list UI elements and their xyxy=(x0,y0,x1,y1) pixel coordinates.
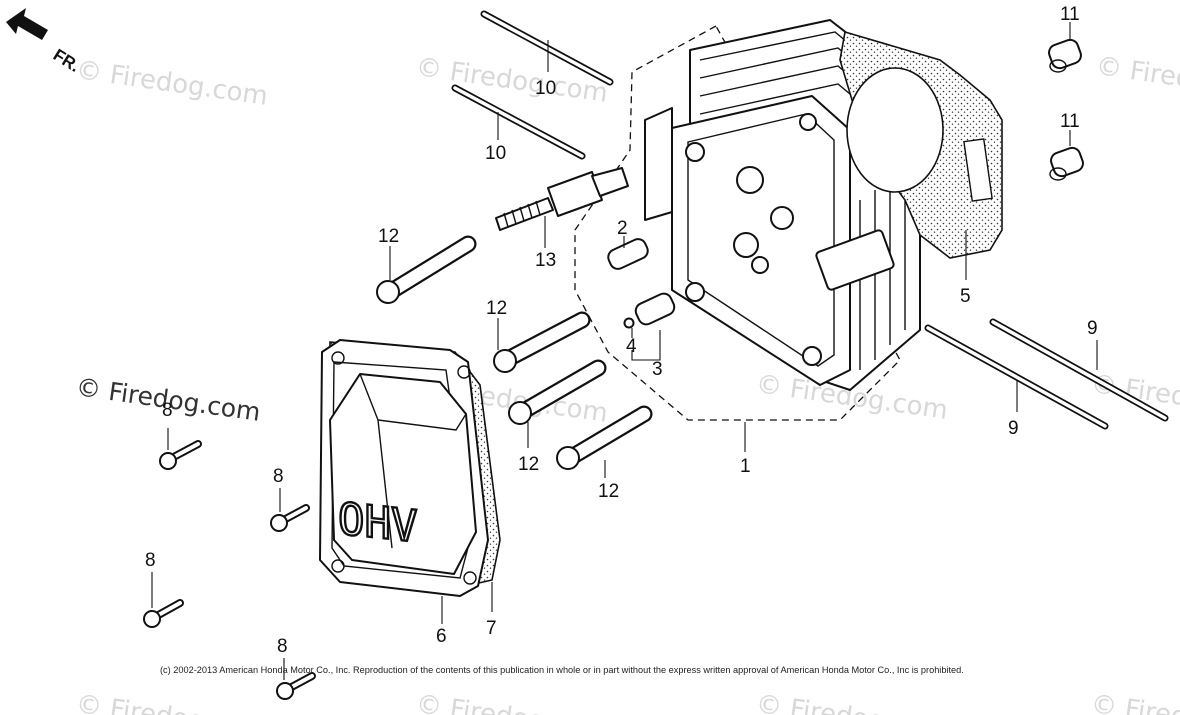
callout-3: 3 xyxy=(652,359,663,380)
cover-bolt-8-b[interactable] xyxy=(270,504,310,532)
dowel-pin-11-upper[interactable] xyxy=(1047,38,1083,73)
watermark: © Firedog.com xyxy=(1094,51,1180,108)
callout-12: 12 xyxy=(378,226,399,247)
spark-plug[interactable] xyxy=(495,167,629,231)
callout-11: 11 xyxy=(1060,111,1080,132)
callout-8: 8 xyxy=(162,400,173,421)
callout-8: 8 xyxy=(145,550,156,571)
callout-12: 12 xyxy=(486,298,507,319)
leader-lines xyxy=(151,22,1098,680)
watermark: © Firedog.com xyxy=(414,689,610,715)
stud-bolt-9-front[interactable] xyxy=(924,324,1109,430)
callout-11: 11 xyxy=(1060,4,1080,25)
stud-bolt-10-lower[interactable] xyxy=(451,84,586,160)
ohv-marking: OHV xyxy=(338,494,417,553)
watermark: © Firedog.com xyxy=(414,52,610,109)
head-bolt-12-d[interactable] xyxy=(556,405,653,470)
watermark: © Firedog.com xyxy=(754,689,950,715)
watermark: © Firedog.com xyxy=(1089,689,1180,715)
cover-bolt-8-a[interactable] xyxy=(159,440,202,470)
callout-12: 12 xyxy=(518,454,539,475)
callout-10: 10 xyxy=(485,143,506,164)
o-ring-4[interactable] xyxy=(623,317,635,329)
callout-10: 10 xyxy=(535,78,556,99)
dowel-pin-2[interactable] xyxy=(606,236,651,271)
callout-7: 7 xyxy=(486,618,497,639)
callout-labels: 11 11 10 10 2 12 13 5 12 9 4 3 9 12 1 12… xyxy=(145,4,1098,657)
stud-bolt-9-rear[interactable] xyxy=(989,318,1169,422)
callout-6: 6 xyxy=(436,626,447,647)
watermark-layer: © Firedog.com © Firedog.com © Firedog.co… xyxy=(74,51,1180,715)
front-direction-arrow-icon: FR. xyxy=(6,8,83,76)
head-bolt-12-a[interactable] xyxy=(376,235,477,304)
callout-5: 5 xyxy=(960,286,971,307)
callout-12: 12 xyxy=(598,481,619,502)
callout-9: 9 xyxy=(1087,318,1098,339)
watermark: © Firedog.com xyxy=(74,689,270,715)
callout-8: 8 xyxy=(273,466,284,487)
callout-13: 13 xyxy=(535,250,556,271)
dowel-pin-3[interactable] xyxy=(633,291,677,327)
cover-bolt-8-d[interactable] xyxy=(276,672,316,700)
callout-8: 8 xyxy=(277,636,288,657)
head-gasket[interactable] xyxy=(839,30,1003,259)
head-bolt-12-c[interactable] xyxy=(508,359,607,425)
callout-9: 9 xyxy=(1008,418,1019,439)
cover-bolt-8-c[interactable] xyxy=(143,599,184,628)
callout-2: 2 xyxy=(617,218,628,239)
head-bolt-12-b[interactable] xyxy=(493,311,591,373)
assembly-outline xyxy=(574,25,901,421)
copyright-notice: (c) 2002-2013 American Honda Motor Co., … xyxy=(160,665,964,675)
watermark: © Firedog.com xyxy=(74,55,270,112)
head-cover[interactable]: OHV xyxy=(319,339,489,597)
callout-1: 1 xyxy=(740,456,751,477)
stud-bolt-10-upper[interactable] xyxy=(480,10,614,86)
callout-4: 4 xyxy=(626,336,637,357)
dowel-pin-11-lower[interactable] xyxy=(1049,146,1085,181)
